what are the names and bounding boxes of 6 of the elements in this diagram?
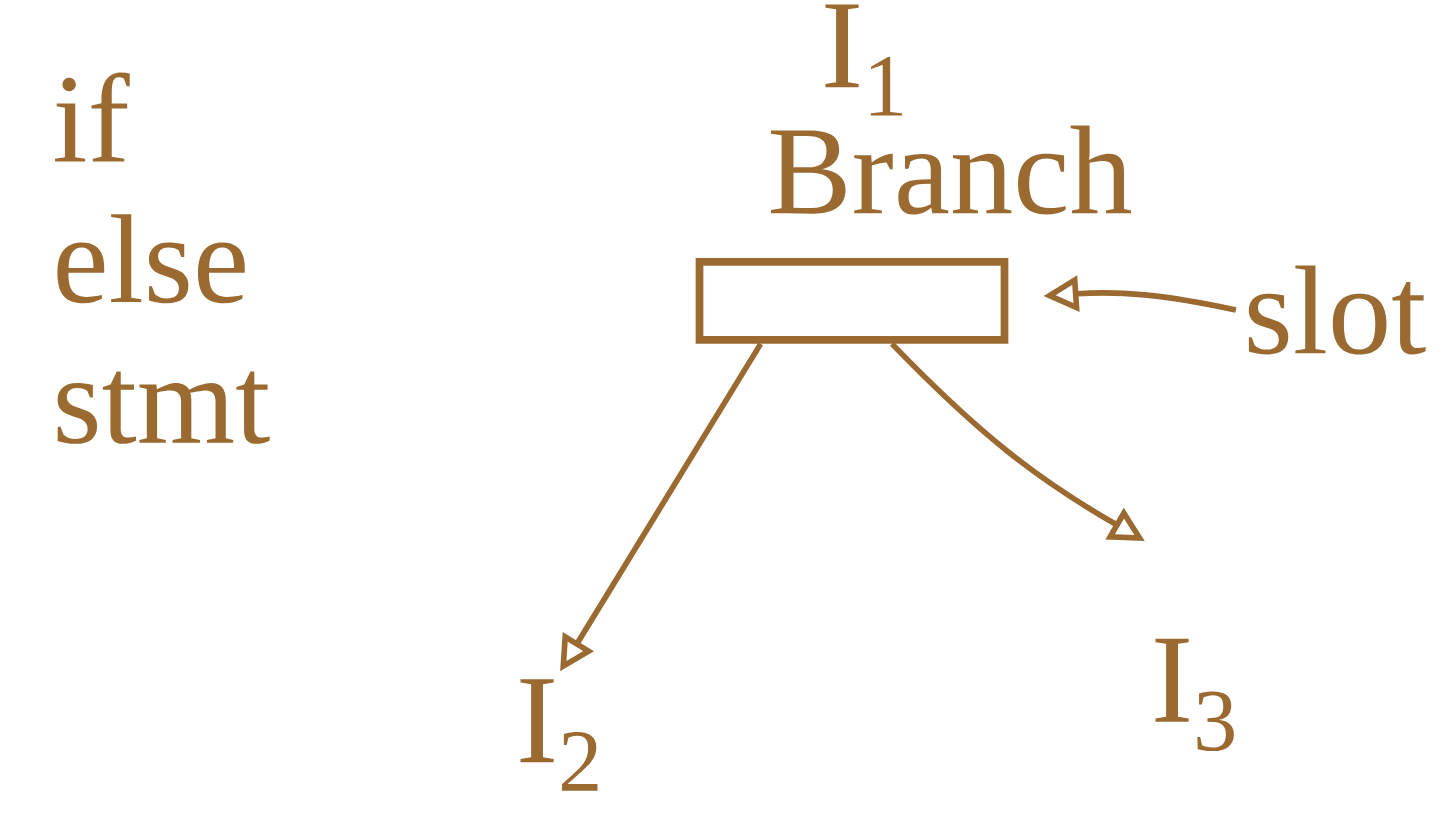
instruction-label: I$_{2}$ [520,679,598,791]
instruction-label: I$_{3}$ [1155,638,1234,752]
heading: I$_{1}$ [825,4,902,116]
text-label: slot [1248,265,1426,355]
side-note: if else stmt [55,72,270,444]
heading: Branch [770,125,1132,215]
